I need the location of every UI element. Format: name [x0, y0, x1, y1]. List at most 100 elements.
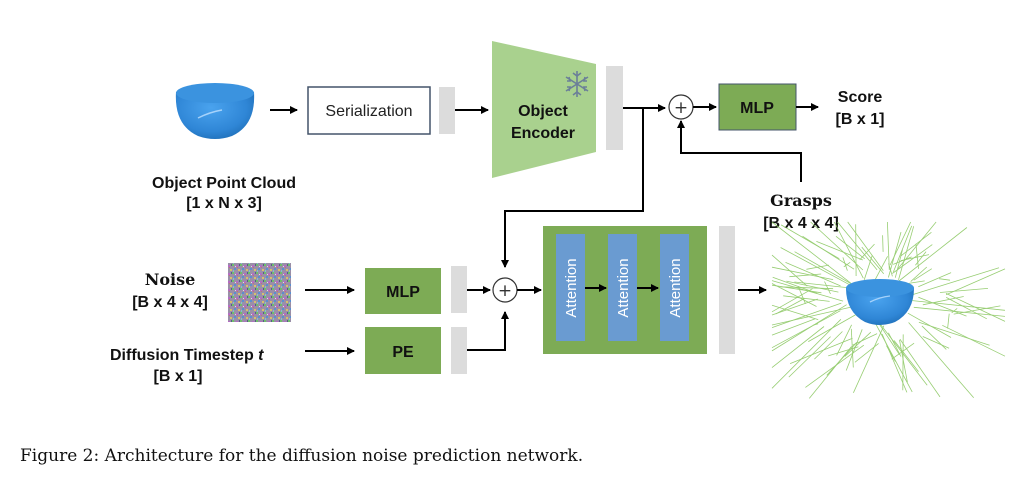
grasp-line	[836, 324, 852, 356]
grasp-line	[783, 295, 830, 302]
grasp-line	[887, 221, 890, 271]
serialization-label: Serialization	[325, 103, 412, 120]
noise-mlp-block	[365, 268, 441, 314]
grasp-line	[771, 266, 834, 280]
grasp-line	[946, 297, 987, 320]
grasp-line	[794, 251, 859, 289]
grasp-line	[808, 346, 852, 399]
grasp-line	[877, 321, 900, 355]
score-label: Score	[838, 89, 883, 106]
grasp-line	[898, 227, 968, 282]
grasp-line	[897, 221, 937, 270]
grasp-line	[893, 225, 913, 273]
grasp-line	[824, 281, 831, 295]
timestep-variable: t	[258, 347, 264, 364]
grasp-line	[788, 336, 831, 378]
serialized-feature	[439, 87, 455, 134]
grasp-line	[922, 296, 964, 306]
grasp-line	[861, 246, 885, 275]
grasp-line	[939, 278, 951, 281]
grasp-line	[816, 241, 863, 261]
grasp-line	[850, 328, 854, 368]
point-cloud-shape: [1 x N x 3]	[186, 195, 262, 212]
noise-feature	[451, 266, 467, 313]
grasp-line	[945, 293, 1006, 322]
attention-block-3	[660, 234, 689, 341]
grasps-label: Grasps	[770, 191, 832, 210]
grasp-line	[771, 326, 825, 368]
noise-label: Noise	[145, 270, 196, 289]
grasp-line	[771, 319, 842, 389]
grasp-line	[912, 300, 1006, 311]
grasp-line	[951, 308, 958, 314]
grasp-line	[772, 276, 818, 294]
attention-label-1: Attention	[563, 258, 580, 317]
grasp-line	[810, 221, 864, 271]
grasp-line	[908, 322, 975, 399]
grasp-line	[899, 340, 908, 383]
grasp-line	[854, 343, 879, 363]
grasp-line	[775, 298, 805, 315]
attention-label-2: Attention	[615, 258, 632, 317]
grasp-line	[912, 267, 1000, 295]
grasp-line	[828, 346, 859, 357]
attention-block-2	[608, 234, 637, 341]
grasp-line	[900, 231, 932, 257]
figure-caption: Figure 2: Architecture for the diffusion…	[20, 446, 584, 466]
point-cloud-label: Object Point Cloud	[152, 175, 296, 192]
bottom-sum-symbol: +	[498, 281, 512, 301]
grasp-line	[953, 305, 1001, 315]
noise-shape: [B x 4 x 4]	[132, 294, 208, 311]
grasp-line	[789, 337, 853, 364]
grasp-line	[771, 318, 816, 336]
grasp-line	[915, 243, 919, 269]
grasp-line	[826, 342, 857, 376]
grasp-line	[907, 312, 952, 338]
grasp-line	[771, 288, 813, 313]
grasp-line	[780, 286, 834, 290]
score-mlp-block	[718, 83, 797, 131]
grasp-line	[922, 336, 950, 349]
grasp-line	[945, 268, 1006, 296]
grasp-line	[899, 338, 941, 398]
grasp-line	[888, 332, 902, 357]
object-feature	[606, 66, 623, 150]
attention-block-1	[556, 234, 585, 341]
arrow-grasps-to-top-sum	[677, 120, 802, 182]
grasp-line	[780, 247, 851, 286]
pe-label: PE	[392, 344, 414, 361]
grasp-line	[771, 304, 819, 320]
grasp-line	[805, 344, 865, 388]
pe-block	[365, 327, 441, 374]
grasp-line	[802, 235, 855, 270]
grasp-line	[882, 235, 884, 252]
grasp-line	[859, 243, 875, 261]
timestep-label: Diffusion Timestep t	[110, 347, 264, 364]
point-cloud-bowl-image	[175, 83, 255, 139]
attention-label-3: Attention	[667, 258, 684, 317]
grasp-line	[842, 257, 848, 271]
grasp-line	[942, 324, 1006, 357]
grasp-line	[833, 221, 864, 279]
grasp-line	[771, 298, 818, 316]
grasp-line	[913, 306, 1006, 317]
serialization-block	[307, 86, 431, 135]
arrow-pe-feature-to-sum	[467, 311, 509, 351]
top-sum-symbol: +	[674, 98, 688, 118]
grasp-line	[852, 333, 878, 346]
grasp-line	[844, 331, 872, 357]
score-shape: [B x 1]	[836, 111, 885, 128]
grasp-line	[835, 235, 865, 260]
grasp-line	[898, 226, 915, 281]
grasp-line	[771, 221, 851, 284]
output-bowl-image	[846, 279, 914, 325]
grasp-line	[808, 314, 856, 342]
grasp-line	[918, 272, 952, 288]
grasp-line	[845, 329, 863, 371]
encoder-label-line2: Encoder	[511, 125, 575, 142]
score-mlp-label: MLP	[740, 100, 774, 117]
grasp-line	[893, 340, 919, 372]
grasp-line	[939, 288, 989, 293]
grasp-line	[910, 266, 928, 282]
grasp-line	[786, 280, 839, 293]
